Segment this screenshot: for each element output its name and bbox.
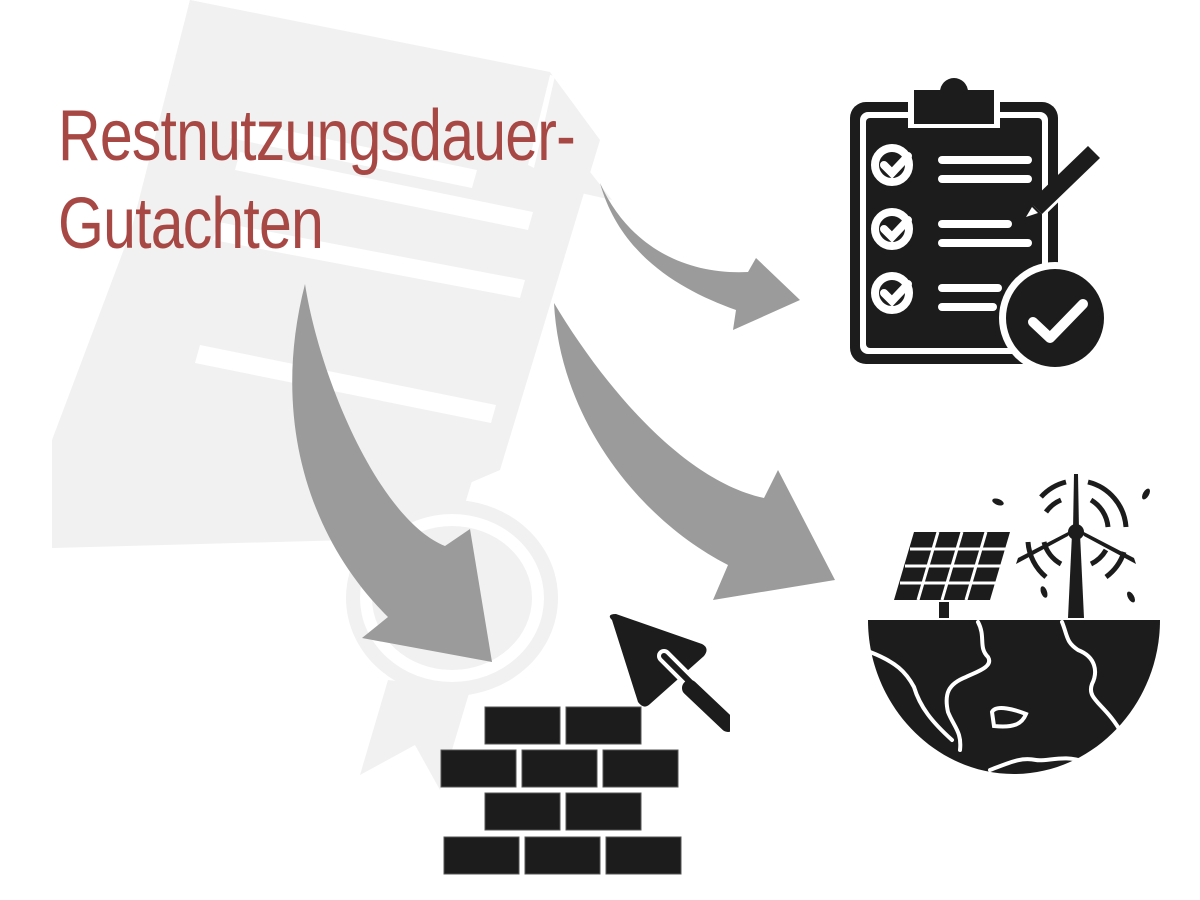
- brick-wall-trowel-icon: [440, 614, 730, 875]
- arrow-to-checklist: [600, 183, 800, 330]
- title-line-1: Restnutzungsdauer-: [58, 96, 576, 176]
- clipboard-checklist-icon: [850, 78, 1111, 374]
- arrow-to-bricks: [292, 284, 492, 662]
- arrow-to-globe: [554, 303, 835, 600]
- title-line-2: Gutachten: [58, 184, 324, 264]
- renewable-energy-globe-icon: [868, 474, 1160, 774]
- page-title: Restnutzungsdauer- Gutachten: [58, 92, 576, 268]
